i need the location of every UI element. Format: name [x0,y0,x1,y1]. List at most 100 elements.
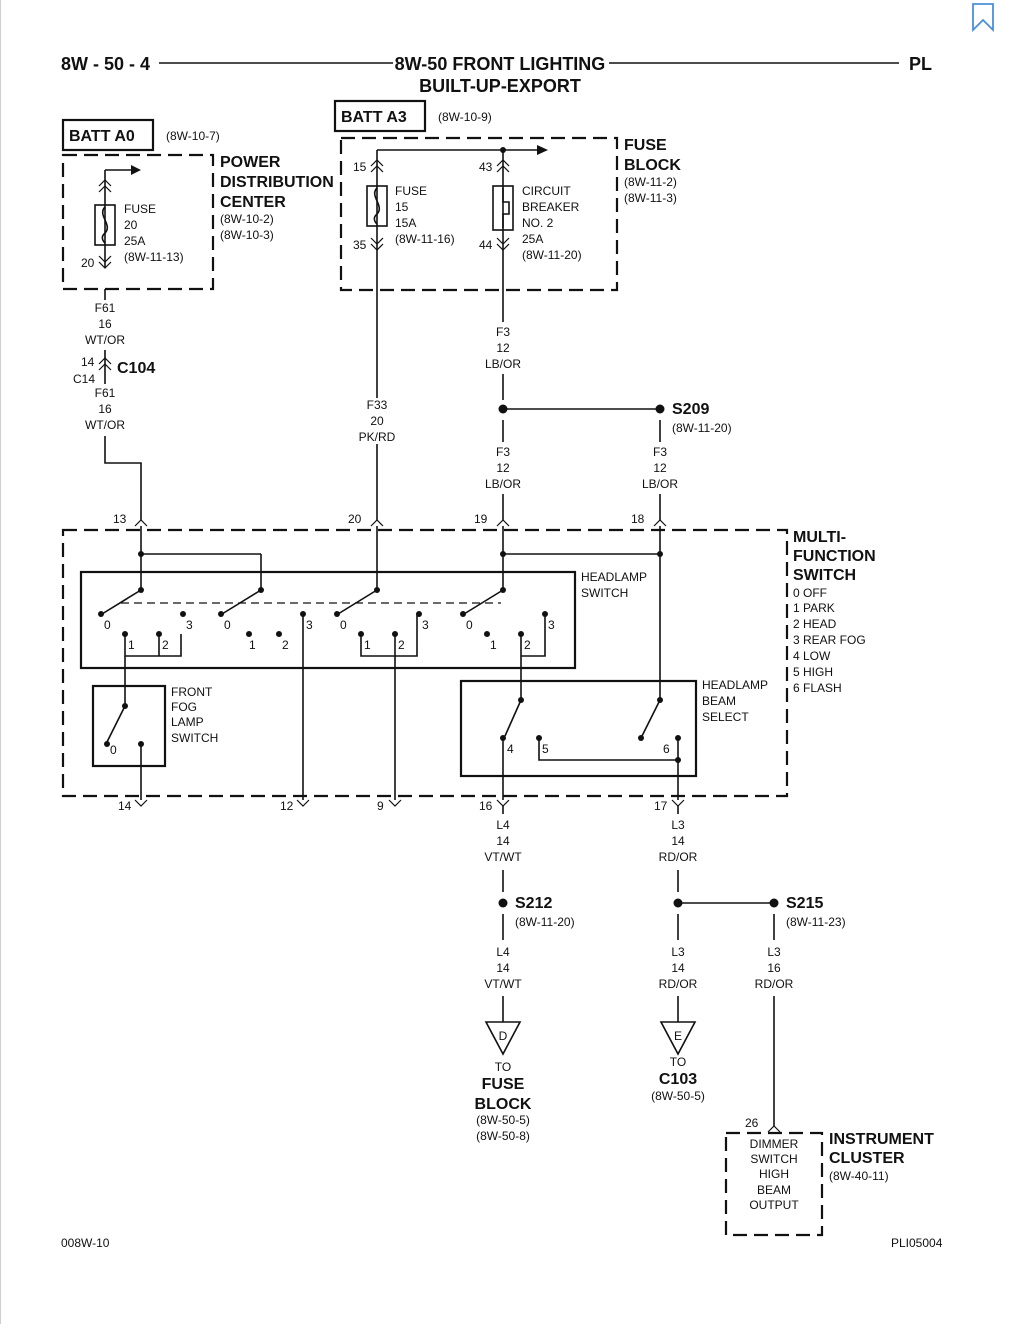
f3-top-1: F3 [496,325,510,339]
fuse-block-ref-1: (8W-11-2) [624,175,677,189]
s212-name: S212 [515,895,552,912]
mfs-pos-6: 6 FLASH [793,681,842,695]
dest-e-to: TO [670,1055,686,1069]
mfs-pin-in-20: 20 [348,512,362,526]
mfs-pin-in-13: 13 [113,512,127,526]
connector-e-icon [659,1021,697,1056]
l3-top-3: RD/OR [659,850,698,864]
s212-ref: (8W-11-20) [515,915,575,929]
fuse-15-2: 15 [395,200,409,214]
cluster-pin: 26 [745,1116,759,1130]
mfs-name-1: MULTI- [793,529,846,546]
batt-a3-label: BATT A3 [341,109,407,126]
cluster-int-1: DIMMER [750,1137,799,1151]
pdc-fuse-2: 20 [124,218,138,232]
f61-top-3: WT/OR [85,333,125,347]
fuse-15-out-pin: 35 [353,238,367,252]
f3-mid-1: F3 [496,445,510,459]
diagram-title: 8W-50 FRONT LIGHTING [395,54,606,74]
l3-right-1: L3 [767,945,781,959]
beam-select-3: SELECT [702,710,749,724]
f3-right-3: LB/OR [642,477,678,491]
mfs-pin-out-17: 17 [654,799,668,813]
f3-right-1: F3 [653,445,667,459]
breaker-out-pin: 44 [479,238,493,252]
s1-c2: 2 [162,638,169,652]
s3-c3: 3 [422,618,429,632]
fuse-15-3: 15A [395,216,416,230]
mfs-pin-out-14: 14 [118,799,132,813]
pdc-name-3: CENTER [220,194,286,211]
s4-c0: 0 [466,618,473,632]
s3-c2: 2 [398,638,405,652]
bookmark-icon[interactable] [972,3,994,33]
f33-1: F33 [367,398,388,412]
beam-select-1: HEADLAMP [702,678,768,692]
f61-bot-1: F61 [95,386,116,400]
f3-top-3: LB/OR [485,357,521,371]
mfs-name-2: FUNCTION [793,548,876,565]
cluster-int-3: HIGH [759,1167,789,1181]
dest-d-name-2: BLOCK [475,1096,532,1113]
model-code: PL [909,54,932,74]
fuse-15-1: FUSE [395,184,427,198]
s3-c1: 1 [364,638,371,652]
footer-left: 008W-10 [61,1236,110,1250]
cluster-int-2: SWITCH [750,1152,797,1166]
dest-d-to: TO [495,1060,511,1074]
f61-top-2: 16 [98,317,112,331]
l3-bot-3: RD/OR [659,977,698,991]
f3-mid-2: 12 [496,461,510,475]
mfs-pos-5: 5 HIGH [793,665,833,679]
beam-c4: 4 [507,742,514,756]
l3-bot-1: L3 [671,945,685,959]
connector-d-icon [484,1021,522,1056]
cluster-name-2: CLUSTER [829,1150,905,1167]
s4-c2: 2 [524,638,531,652]
pdc-name-2: DISTRIBUTION [220,174,334,191]
batt-a0-ref: (8W-10-7) [166,129,220,143]
l4-bot-1: L4 [496,945,510,959]
mfs-pin-out-9: 9 [377,799,384,813]
breaker-in-pin: 43 [479,160,493,174]
dest-e-ref: (8W-50-5) [651,1089,705,1103]
s1-c0: 0 [104,618,111,632]
page-id: 8W - 50 - 4 [61,54,150,74]
dest-e-letter: E [674,1029,682,1043]
headlamp-switch-2: SWITCH [581,586,628,600]
breaker-1: CIRCUIT [522,184,571,198]
mfs-pos-3: 3 REAR FOG [793,633,866,647]
beam-c6: 6 [663,742,670,756]
switch-section-4 [460,587,548,700]
cluster-int-4: BEAM [757,1183,791,1197]
batt-a3-ref: (8W-10-9) [438,110,492,124]
s215-name: S215 [786,895,823,912]
s4-c3: 3 [548,618,555,632]
fuse-block-name-2: BLOCK [624,157,681,174]
f3-mid-3: LB/OR [485,477,521,491]
f61-top-1: F61 [95,301,116,315]
l3-right-2: 16 [767,961,781,975]
beam-select-2: BEAM [702,694,736,708]
l3-right-3: RD/OR [755,977,794,991]
c104-pin-top: 14 [81,355,95,369]
cluster-ref: (8W-40-11) [829,1169,889,1183]
s2-c0: 0 [224,618,231,632]
s209-ref: (8W-11-20) [672,421,732,435]
fog-contact: 0 [110,743,117,757]
fog-switch-2: FOG [171,700,197,714]
dest-d-ref-2: (8W-50-8) [476,1129,530,1143]
s2-c1: 1 [249,638,256,652]
pdc-fuse-3: 25A [124,234,145,248]
diagram-subtitle: BUILT-UP-EXPORT [419,76,581,96]
footer-right: PLI05004 [891,1236,943,1250]
mfs-pos-1: 1 PARK [793,601,835,615]
pdc-ref-2: (8W-10-3) [220,228,274,242]
l3-top-2: 14 [671,834,685,848]
breaker-5: (8W-11-20) [522,248,582,262]
fuse-block-ref-2: (8W-11-3) [624,191,677,205]
dest-d-ref-1: (8W-50-5) [476,1113,530,1127]
f3-top-2: 12 [496,341,510,355]
